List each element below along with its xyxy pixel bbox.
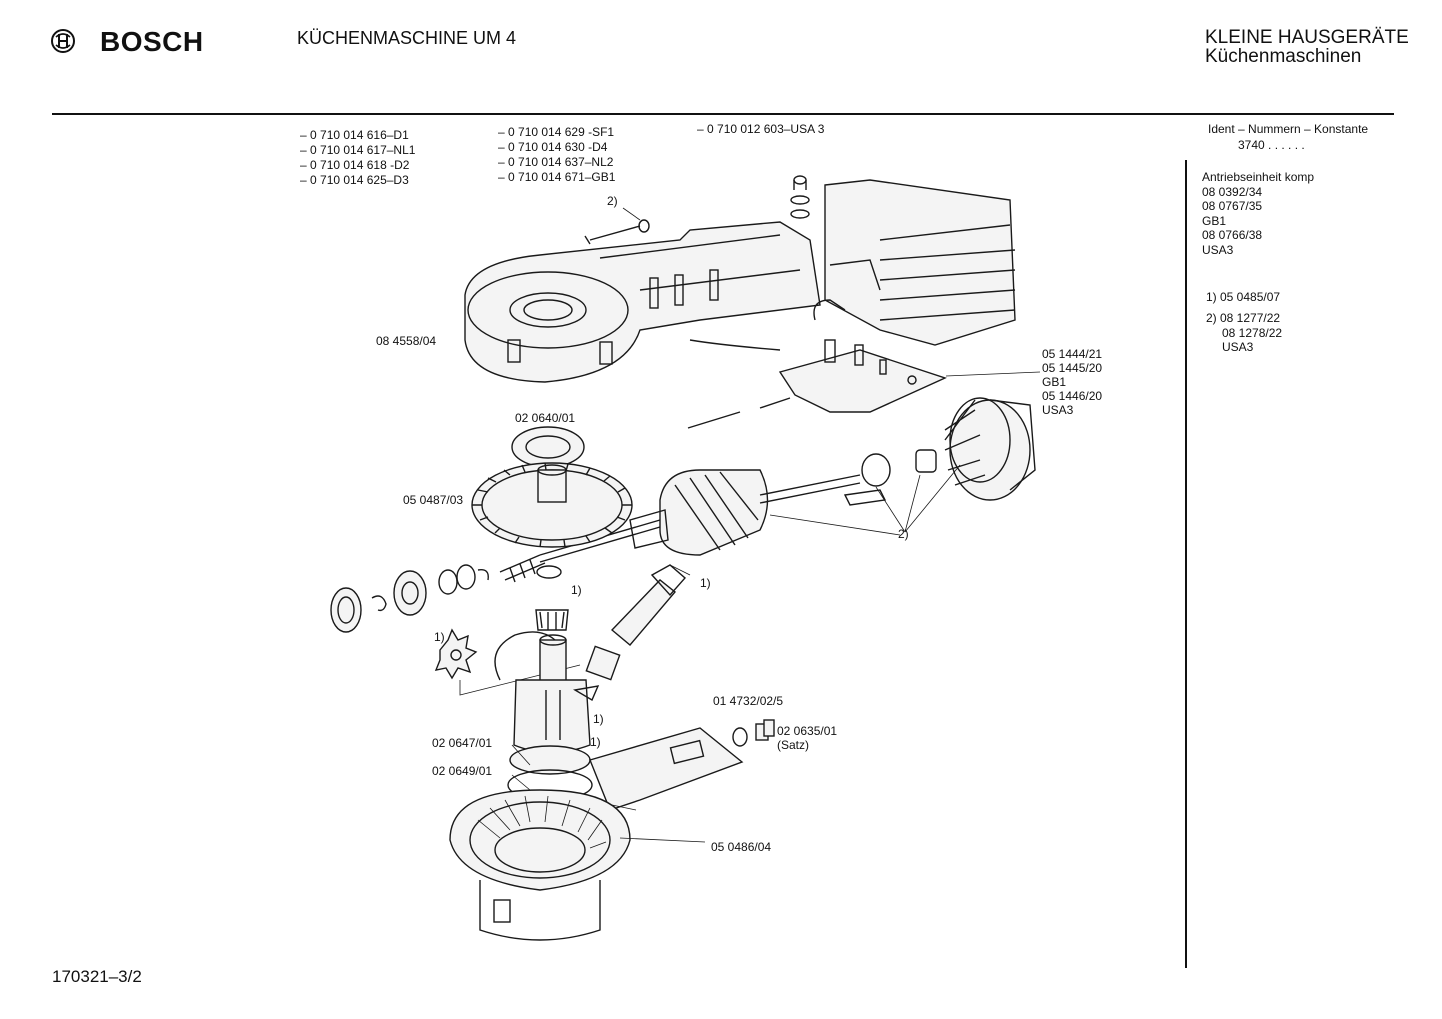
ref-label: 1) xyxy=(434,630,445,644)
part-label-block: 05 1444/21 05 1445/20 GB1 05 1446/20 USA… xyxy=(1042,347,1102,417)
category-line1: KLEINE HAUSGERÄTE xyxy=(1205,27,1409,48)
leader-line xyxy=(945,371,1041,377)
model-number: – 0 710 014 625–D3 xyxy=(300,173,409,187)
spring-clip xyxy=(843,489,887,506)
category-line2: Küchenmaschinen xyxy=(1205,46,1362,67)
part-label: GB1 xyxy=(1042,375,1067,389)
unit-title: Antriebseinheit komp xyxy=(1202,170,1315,184)
ident-heading: Ident – Nummern – Konstante xyxy=(1208,122,1369,136)
screw-part xyxy=(584,225,641,245)
model-list-3: – 0 710 012 603–USA 3 xyxy=(697,122,824,137)
note-2: 2) 08 1277/22 08 1278/22 USA3 xyxy=(1206,311,1282,355)
leader-line xyxy=(875,464,961,533)
exploded-drawing xyxy=(330,175,1041,941)
fan-part xyxy=(944,397,1036,501)
part-label: 01 4732/02/5 xyxy=(713,694,784,708)
leader-line xyxy=(769,514,901,536)
note-line: 08 1278/22 xyxy=(1222,325,1283,340)
part-label: 02 0649/01 xyxy=(432,764,493,778)
category: KLEINE HAUSGERÄTE Küchenmaschinen xyxy=(1205,28,1409,66)
part-label: 02 0647/01 xyxy=(432,736,493,750)
part-label: 02 0635/01 xyxy=(777,724,838,738)
nut-stack xyxy=(790,175,810,219)
unit-line: GB1 xyxy=(1202,213,1227,228)
model-number: – 0 710 014 671–GB1 xyxy=(498,170,616,184)
note-1: 1) 05 0485/07 xyxy=(1206,290,1281,304)
ident-value: 3740 . . . . . . xyxy=(1238,138,1305,152)
unit-line: 08 0392/34 xyxy=(1202,184,1263,199)
housing-part xyxy=(464,221,821,383)
brush-holder-part xyxy=(585,564,686,681)
document-code: 170321–3/2 xyxy=(52,967,142,986)
ref-label: 1) xyxy=(571,583,582,597)
leader-line xyxy=(619,837,706,843)
ref-label: 1) xyxy=(590,735,601,749)
pinion-part xyxy=(535,609,569,631)
mounting-plate-part xyxy=(589,727,744,811)
bushing-part xyxy=(861,453,891,487)
part-label: 05 1444/21 xyxy=(1042,347,1103,361)
leader-line xyxy=(611,804,637,811)
unit-block: Antriebseinheit komp 08 0392/34 08 0767/… xyxy=(1202,170,1314,257)
washer-part xyxy=(638,219,650,233)
unit-line: USA3 xyxy=(1202,242,1234,257)
brand-name: BOSCH xyxy=(100,26,204,57)
ref-label: 2) xyxy=(607,194,618,208)
ref-label: 1) xyxy=(700,576,711,590)
part-label: USA3 xyxy=(1042,403,1074,417)
ref-label: 1) xyxy=(593,712,604,726)
model-number: – 0 710 014 616–D1 xyxy=(300,128,409,142)
washer-part xyxy=(536,565,562,579)
transformer-part xyxy=(824,179,1016,346)
base-part xyxy=(449,789,631,941)
part-label: 05 0486/04 xyxy=(711,840,772,854)
part-label: 08 4558/04 xyxy=(376,334,437,348)
leader-line xyxy=(511,744,531,791)
bosch-logo-icon xyxy=(51,29,75,53)
part-label-block: 02 0635/01 (Satz) xyxy=(777,724,837,752)
circuit-board-part xyxy=(778,299,947,413)
spindle-part xyxy=(507,634,600,801)
model-number: – 0 710 014 617–NL1 xyxy=(300,143,416,157)
ref-label: 2) xyxy=(898,527,909,541)
rod-part xyxy=(687,411,741,429)
unit-line: 08 0766/38 xyxy=(1202,228,1263,242)
worm-part xyxy=(499,554,546,583)
spring-part xyxy=(732,727,748,747)
part-label: 05 1445/20 xyxy=(1042,361,1103,375)
gear-part xyxy=(471,462,633,548)
note-line: 2) 08 1277/22 xyxy=(1206,311,1281,325)
model-list-2: – 0 710 014 629 -SF1 – 0 710 014 630 -D4… xyxy=(498,125,615,185)
bearing-ring-part xyxy=(511,426,585,468)
part-label: 02 0640/01 xyxy=(515,411,576,425)
part-label: 05 0487/03 xyxy=(403,493,464,507)
star-gear-part xyxy=(434,628,478,680)
bearing-stack xyxy=(330,564,489,633)
model-number: – 0 710 014 629 -SF1 xyxy=(498,125,615,139)
leader-line xyxy=(669,564,691,576)
page-title: KÜCHENMASCHINE UM 4 xyxy=(297,28,517,48)
sidebar-divider xyxy=(1185,160,1187,968)
model-number: – 0 710 014 637–NL2 xyxy=(498,155,614,169)
bearing-sleeve xyxy=(915,449,937,473)
part-label: 05 1446/20 xyxy=(1042,389,1103,403)
note-line: USA3 xyxy=(1222,340,1254,354)
retainer-ring xyxy=(494,631,556,681)
part-label: (Satz) xyxy=(777,738,810,752)
model-number: – 0 710 014 630 -D4 xyxy=(498,140,608,154)
leader-line xyxy=(622,207,641,221)
model-number: – 0 710 012 603–USA 3 xyxy=(697,122,825,136)
model-list-1: – 0 710 014 616–D1 – 0 710 014 617–NL1 –… xyxy=(300,128,415,188)
model-number: – 0 710 014 618 -D2 xyxy=(300,158,410,172)
header-divider xyxy=(52,113,1394,115)
unit-line: 08 0767/35 xyxy=(1202,199,1263,213)
